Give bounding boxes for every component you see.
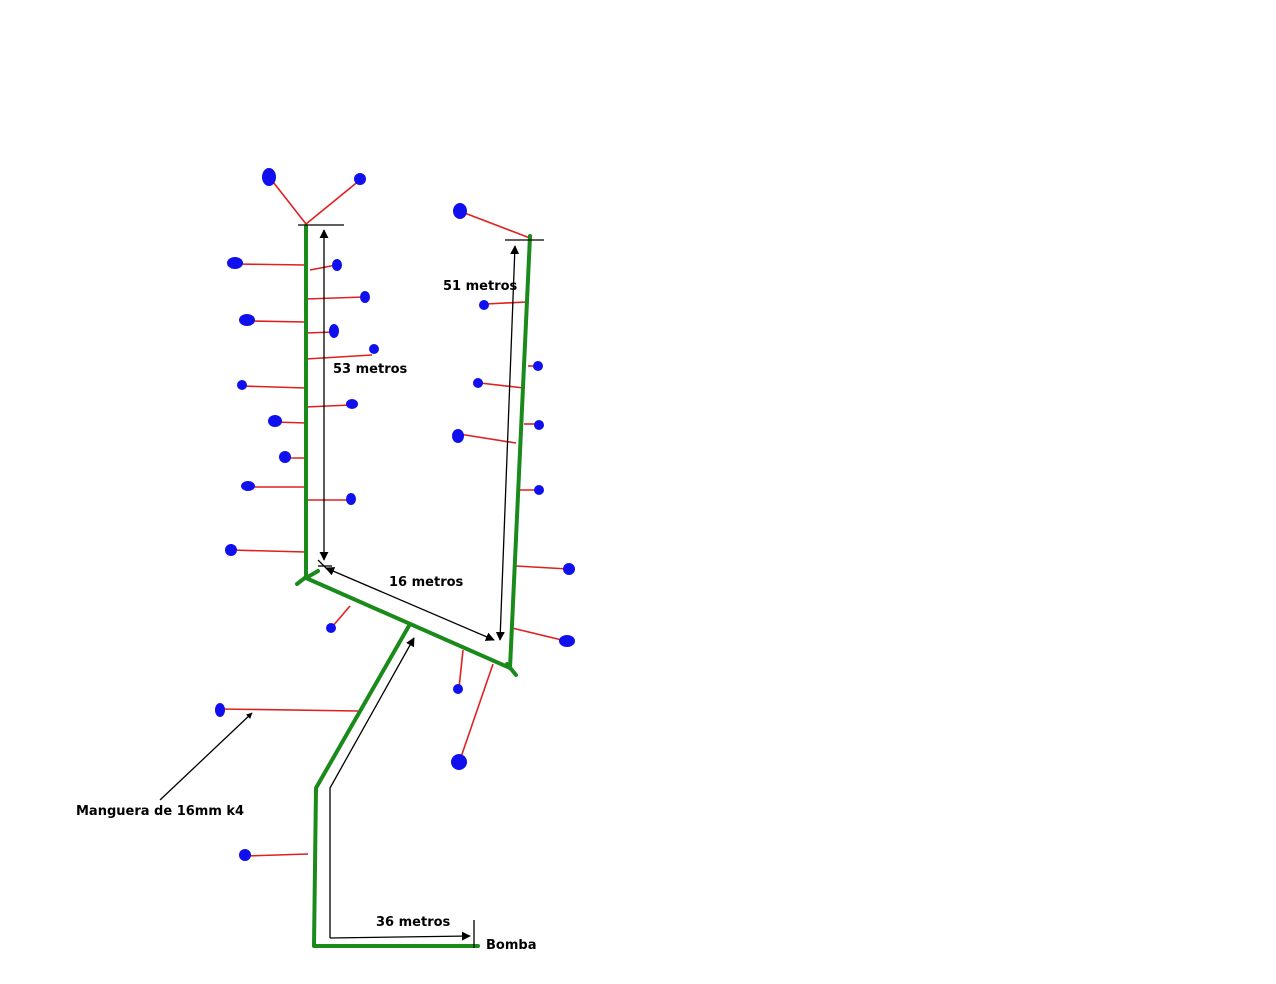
emitter-dot (534, 485, 544, 495)
emitter-dot (473, 378, 483, 388)
branch-line (479, 382, 525, 389)
cross-tick (317, 559, 333, 575)
branch-line (458, 649, 464, 689)
right-leg-length-label: 51 metros (443, 279, 518, 294)
emitter-dot (239, 314, 255, 326)
emitter-dot (227, 257, 243, 269)
feed-bottom-arrow (329, 931, 471, 941)
branch-line (305, 354, 373, 360)
branch-line (305, 296, 365, 300)
emitter-dot (360, 291, 370, 303)
emitter-dot (241, 481, 255, 491)
emitter-dot (262, 168, 276, 186)
emitter-dot (479, 300, 489, 310)
emitter-dot (268, 415, 282, 427)
emitter-dot (534, 420, 544, 430)
branch-line (230, 549, 307, 553)
emitter-dot (346, 493, 356, 505)
branch-line (220, 708, 359, 712)
emitter-dot (239, 849, 251, 861)
branch-line (331, 605, 351, 628)
right-leg-dimension-arrow (495, 245, 520, 641)
feed-length-label: 36 metros (376, 915, 451, 930)
emitter-dot (533, 361, 543, 371)
branch-line (461, 211, 531, 239)
emitter-dot (369, 344, 379, 354)
branch-line (511, 627, 567, 642)
feed-dimension-path (329, 637, 415, 938)
emitter-dot (237, 380, 247, 390)
branch-line (241, 385, 307, 389)
cross-dimension-arrow (325, 567, 495, 641)
emitter-dot (563, 563, 575, 575)
branch-line (305, 179, 361, 225)
branch-line (245, 853, 309, 857)
emitter-dot (451, 754, 467, 770)
labels: 53 metros 51 metros 16 metros 36 metros … (76, 279, 536, 953)
emitter-dot (279, 451, 291, 463)
cross-length-label: 16 metros (389, 575, 464, 590)
emitters (215, 168, 575, 861)
left-leg-length-label: 53 metros (333, 362, 408, 377)
emitter-dot (346, 399, 358, 409)
branch-line (305, 404, 351, 408)
hose-callout-pointer (159, 712, 253, 801)
emitter-dot (354, 173, 366, 185)
emitter-dot (329, 324, 339, 338)
branch-line (269, 177, 307, 225)
emitter-dot (453, 684, 463, 694)
branch-line (459, 663, 494, 761)
feed-hose (312, 622, 480, 948)
emitter-dot (452, 429, 464, 443)
emitter-dot (332, 259, 342, 271)
dimension-lines (159, 224, 544, 948)
cross-hose (304, 576, 512, 670)
pump-label: Bomba (486, 938, 536, 953)
emitter-dot (559, 635, 575, 647)
hose-callout-label: Manguera de 16mm k4 (76, 804, 244, 819)
branch-line (235, 263, 307, 266)
branch-line (515, 565, 569, 570)
emitter-dot (453, 203, 467, 219)
emitter-dot (326, 623, 336, 633)
branch-line (485, 301, 527, 305)
emitter-dot (215, 703, 225, 717)
emitter-dot (225, 544, 237, 556)
branch-line (305, 331, 334, 334)
branch-line (247, 320, 307, 323)
